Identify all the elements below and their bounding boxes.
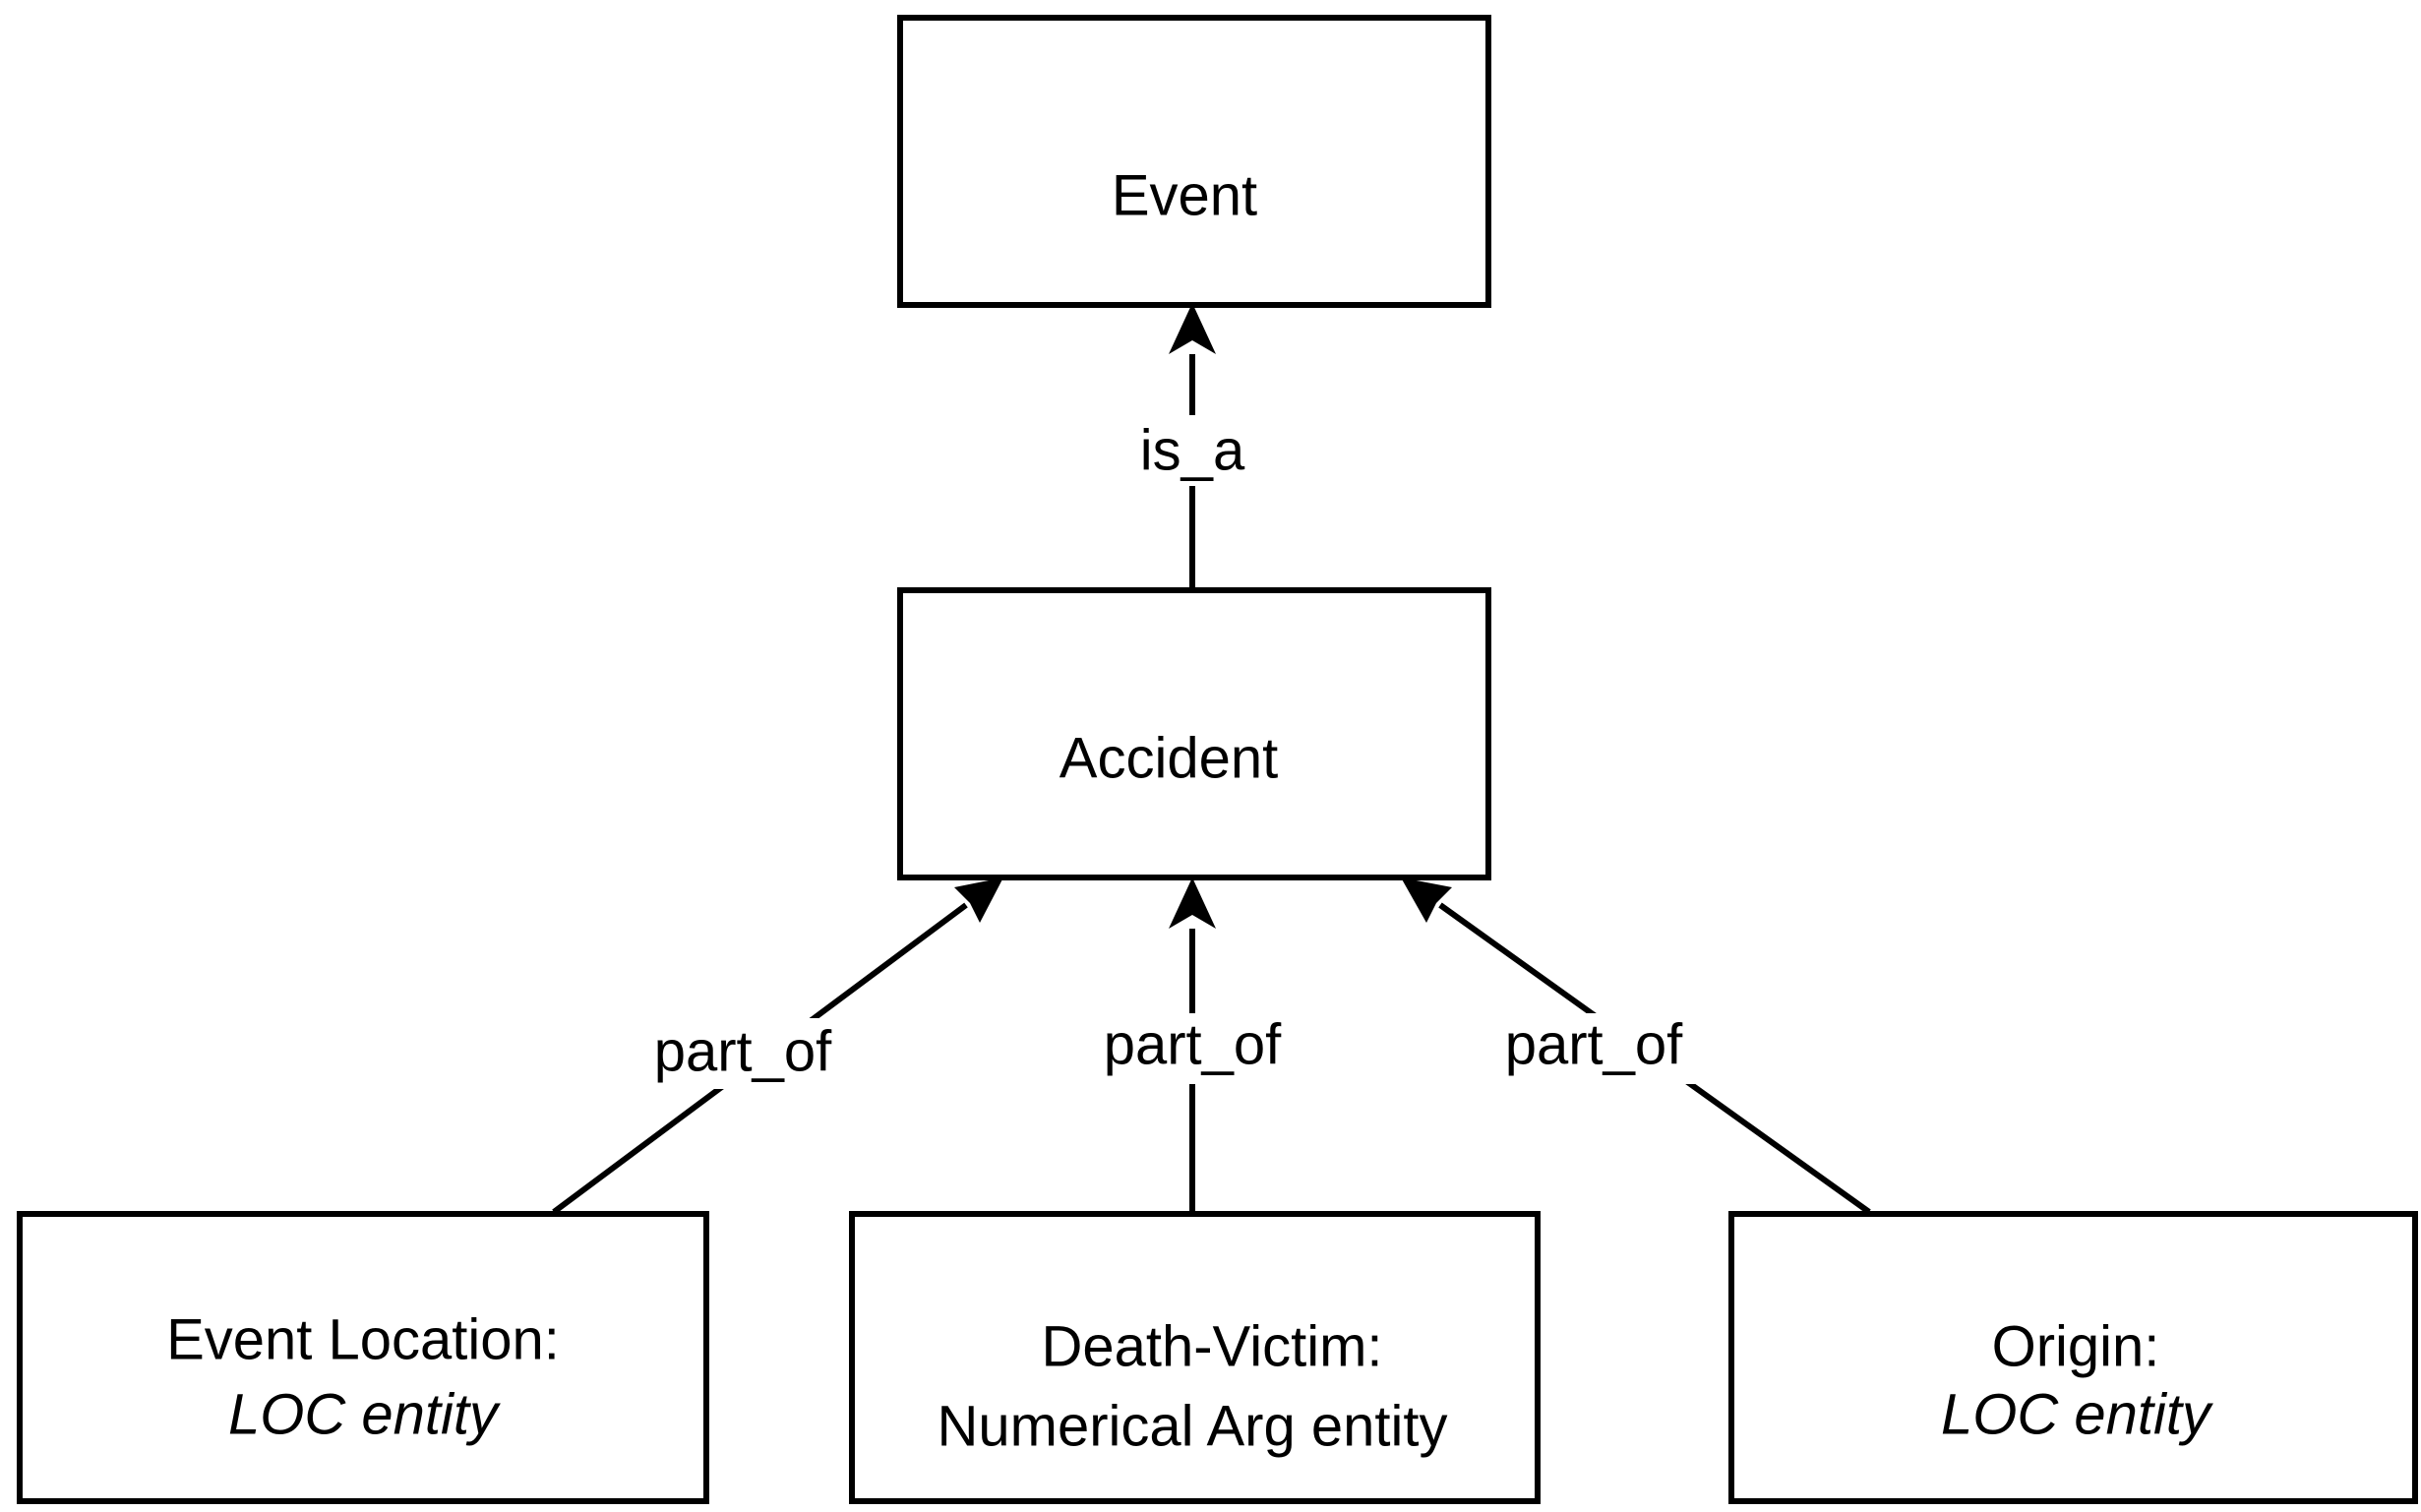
node-origin: Origin: LOC entity: [1728, 1211, 2418, 1504]
node-label-death-victim: Death-Victim:: [1041, 1314, 1382, 1378]
arrowhead-icon: [1169, 303, 1216, 354]
edge-accident-is-a-event: is_a: [1131, 303, 1253, 588]
node-accident: Accident: [897, 587, 1491, 880]
edge-label-part-of-left: part_of: [654, 1019, 832, 1083]
edge-label-part-of-center: part_of: [1104, 1012, 1282, 1076]
node-event-location: Event Location: LOC entity: [17, 1211, 709, 1504]
edge-origin-part-of-accident: part_of: [1401, 877, 1871, 1215]
edge-death-victim-part-of-accident: part_of: [1092, 877, 1293, 1212]
arrowhead-icon: [1401, 877, 1452, 923]
node-sublabel-event-location: LOC entity: [228, 1382, 501, 1446]
edge-label-part-of-right: part_of: [1505, 1012, 1683, 1076]
node-label-event-location: Event Location:: [166, 1307, 560, 1371]
node-sublabel-death-victim: Numerical Arg entity: [938, 1394, 1448, 1458]
arrowhead-icon: [954, 877, 1003, 923]
node-label-event: Event: [1112, 163, 1257, 227]
node-event: Event: [897, 15, 1491, 308]
edge-label-is-a: is_a: [1140, 418, 1245, 482]
node-label-origin: Origin:: [1992, 1314, 2160, 1378]
node-death-victim: Death-Victim: Numerical Arg entity: [849, 1211, 1541, 1504]
node-label-accident: Accident: [1059, 726, 1278, 790]
node-sublabel-origin: LOC entity: [1941, 1382, 2213, 1446]
edge-event-location-part-of-accident: part_of: [552, 877, 1003, 1215]
arrowhead-icon: [1169, 877, 1216, 929]
